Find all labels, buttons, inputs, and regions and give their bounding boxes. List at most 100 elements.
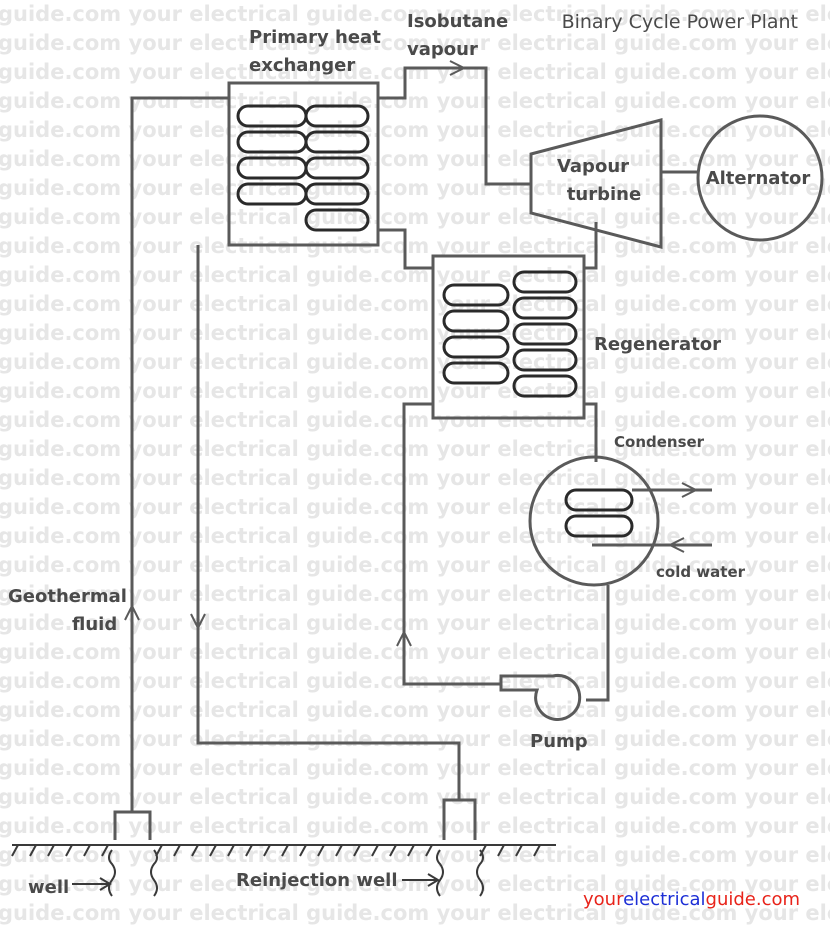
pump-body <box>499 674 582 721</box>
well-pointer-arrow <box>72 877 112 891</box>
ground-hatch-tick <box>83 844 91 857</box>
ground-hatch-tick <box>317 844 325 857</box>
watermark-row: guide.com your electrical guide.com your… <box>0 89 830 113</box>
return-flow-arrow <box>190 613 206 631</box>
brand-link[interactable]: yourelectricalguide.com <box>583 889 800 910</box>
reinjection-pointer-arrow <box>402 873 440 887</box>
condenser-label: Condenser <box>614 433 705 451</box>
ground-hatch-tick <box>245 844 253 857</box>
reinjection-well-casing <box>442 798 477 840</box>
watermark-row: guide.com your electrical guide.com your… <box>0 60 830 84</box>
ground-hatch-tick <box>407 844 415 857</box>
turbine-exhaust-pipe <box>584 222 598 270</box>
geothermal-return-pipe <box>196 245 461 800</box>
vapour-turbine <box>529 118 663 249</box>
pump-discharge-pipe <box>402 402 501 686</box>
ground-hatch-tick <box>515 844 523 857</box>
pump-label: Pump <box>530 731 588 752</box>
condenser <box>528 455 660 587</box>
watermark-row: guide.com your electrical guide.com your… <box>0 901 830 925</box>
primary-heat-exchanger <box>227 81 380 247</box>
watermark-row: guide.com your electrical guide.com your… <box>0 321 830 345</box>
cold-water-label: cold water <box>656 563 746 581</box>
turbine-label-line2: turbine <box>567 184 641 205</box>
geothermal-label-line1: Geothermal <box>8 586 127 607</box>
ground-hatch-tick <box>281 844 289 857</box>
well-label: well <box>28 877 69 898</box>
watermark-row: guide.com your electrical guide.com your… <box>0 234 830 258</box>
watermark-row: guide.com your electrical guide.com your… <box>0 495 830 519</box>
ground-hatch-tick <box>65 844 73 857</box>
pump-discharge-arrow <box>396 629 412 647</box>
watermark-row: guide.com your electrical guide.com your… <box>0 611 830 635</box>
ground-hatch-tick <box>497 844 505 857</box>
brand-part-guide: guide.com <box>706 889 801 910</box>
watermark-row: guide.com your electrical guide.com your… <box>0 437 830 461</box>
watermark-row: guide.com your electrical guide.com your… <box>0 147 830 171</box>
alternator-label: Alternator <box>706 168 811 189</box>
watermark-row: guide.com your electrical guide.com your… <box>0 843 830 867</box>
ground-hatch-tick <box>29 844 37 857</box>
watermark-row: guide.com your electrical guide.com your… <box>0 2 830 26</box>
ground-hatch-tick <box>353 844 361 857</box>
watermark-row: guide.com your electrical guide.com your… <box>0 727 830 751</box>
ground-hatch-tick <box>227 844 235 857</box>
isobutane-label-line1: Isobutane <box>407 11 508 32</box>
ground-hatch-tick <box>173 844 181 857</box>
wellbore-walls <box>108 849 484 897</box>
ground-hatch-tick <box>263 844 271 857</box>
watermark-row: guide.com your electrical guide.com your… <box>0 698 830 722</box>
watermark-row: guide.com your electrical guide.com your… <box>0 31 830 55</box>
watermark-row: guide.com your electrical guide.com your… <box>0 756 830 780</box>
ground-hatch-tick <box>299 844 307 857</box>
ground-hatch-tick <box>533 844 541 857</box>
geothermal-label-line2: fluid <box>72 614 117 635</box>
watermark-row: guide.com your electrical guide.com your… <box>0 553 830 577</box>
watermark-row: guide.com your electrical guide.com your… <box>0 640 830 664</box>
production-well-casing <box>113 810 152 840</box>
watermark-row: guide.com your electrical guide.com your… <box>0 292 830 316</box>
ground-hatch-tick <box>371 844 379 857</box>
watermark-row: guide.com your electrical guide.com your… <box>0 872 830 896</box>
regenerator-to-condenser-pipe <box>584 402 598 462</box>
ground-hatch-tick <box>425 844 433 857</box>
ground-hatch-tick <box>209 844 217 857</box>
condenser-to-pump-pipe <box>586 585 610 702</box>
ground-hatch-tick <box>335 844 343 857</box>
isobutane-vapour-pipe <box>378 66 531 186</box>
ground-hatch-tick <box>11 844 19 857</box>
watermark-row: guide.com your electrical guide.com your… <box>0 582 830 606</box>
heat-exchanger-coils <box>236 104 634 538</box>
hx-to-regenerator-pipe <box>378 228 433 270</box>
watermark-row: guide.com your electrical guide.com your… <box>0 785 830 809</box>
alternator <box>696 114 824 242</box>
ground-hatch-tick <box>191 844 199 857</box>
cold-water-outlet-arrow <box>681 482 699 498</box>
brand-part-electrical: electrical <box>623 889 705 910</box>
geothermal-supply-pipe <box>130 96 229 812</box>
diagram-title: Binary Cycle Power Plant <box>562 11 798 33</box>
isobutane-label-line2: vapour <box>407 39 478 60</box>
watermark-row: guide.com your electrical guide.com your… <box>0 379 830 403</box>
turbine-label-line1: Vapour <box>557 156 629 177</box>
regenerator <box>431 254 586 420</box>
primary-hx-label-line2: exchanger <box>249 55 355 76</box>
regenerator-label: Regenerator <box>594 334 721 355</box>
watermark-row: guide.com your electrical guide.com your… <box>0 408 830 432</box>
watermark-row: guide.com your electrical guide.com your… <box>0 814 830 838</box>
ground-hatch-tick <box>479 844 487 857</box>
watermark-row: guide.com your electrical guide.com your… <box>0 466 830 490</box>
watermark-row: guide.com your electrical guide.com your… <box>0 205 830 229</box>
cold-water-inlet-arrow <box>667 537 685 553</box>
brand-part-your: your <box>583 889 624 910</box>
ground-hatching <box>11 844 541 857</box>
ground-hatch-tick <box>389 844 397 857</box>
watermark-row: guide.com your electrical guide.com your… <box>0 350 830 374</box>
primary-hx-label-line1: Primary heat <box>249 27 381 48</box>
watermark-row: guide.com your electrical guide.com your… <box>0 176 830 200</box>
reinjection-well-label: Reinjection well <box>236 870 398 891</box>
isobutane-flow-arrow <box>449 60 467 76</box>
ground-hatch-tick <box>101 844 109 857</box>
